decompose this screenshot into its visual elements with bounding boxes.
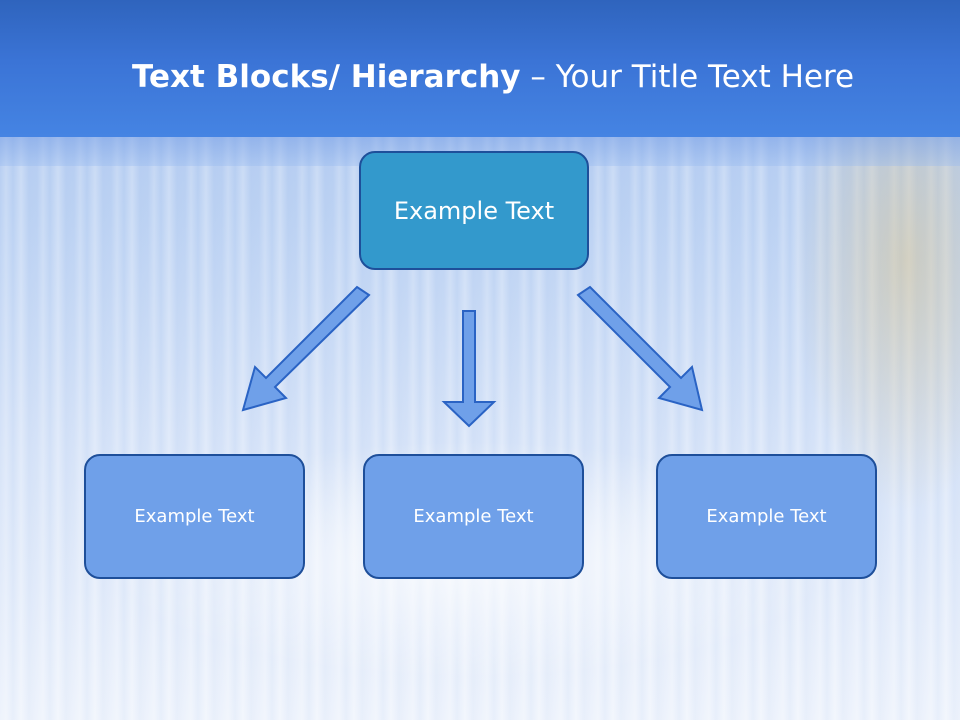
child-text-block-3[interactable]: Example Text bbox=[656, 454, 877, 579]
child-text-block-label: Example Text bbox=[134, 506, 255, 527]
child-text-block-label: Example Text bbox=[706, 506, 827, 527]
slide-title-separator: – bbox=[530, 59, 546, 95]
title-bar bbox=[0, 0, 960, 137]
slide-title-bold: Text Blocks/ Hierarchy bbox=[132, 59, 521, 95]
arrow-left bbox=[241, 285, 371, 412]
child-text-block-2[interactable]: Example Text bbox=[363, 454, 584, 579]
child-text-block-1[interactable]: Example Text bbox=[84, 454, 305, 579]
arrow-center bbox=[441, 310, 497, 428]
root-text-block-label: Example Text bbox=[393, 196, 555, 225]
slide-title-rest: Your Title Text Here bbox=[555, 59, 855, 95]
arrow-right bbox=[576, 285, 704, 412]
child-text-block-label: Example Text bbox=[413, 506, 534, 527]
root-text-block[interactable]: Example Text bbox=[359, 151, 589, 270]
slide-title[interactable]: Text Blocks/ Hierarchy – Your Title Text… bbox=[132, 52, 854, 102]
